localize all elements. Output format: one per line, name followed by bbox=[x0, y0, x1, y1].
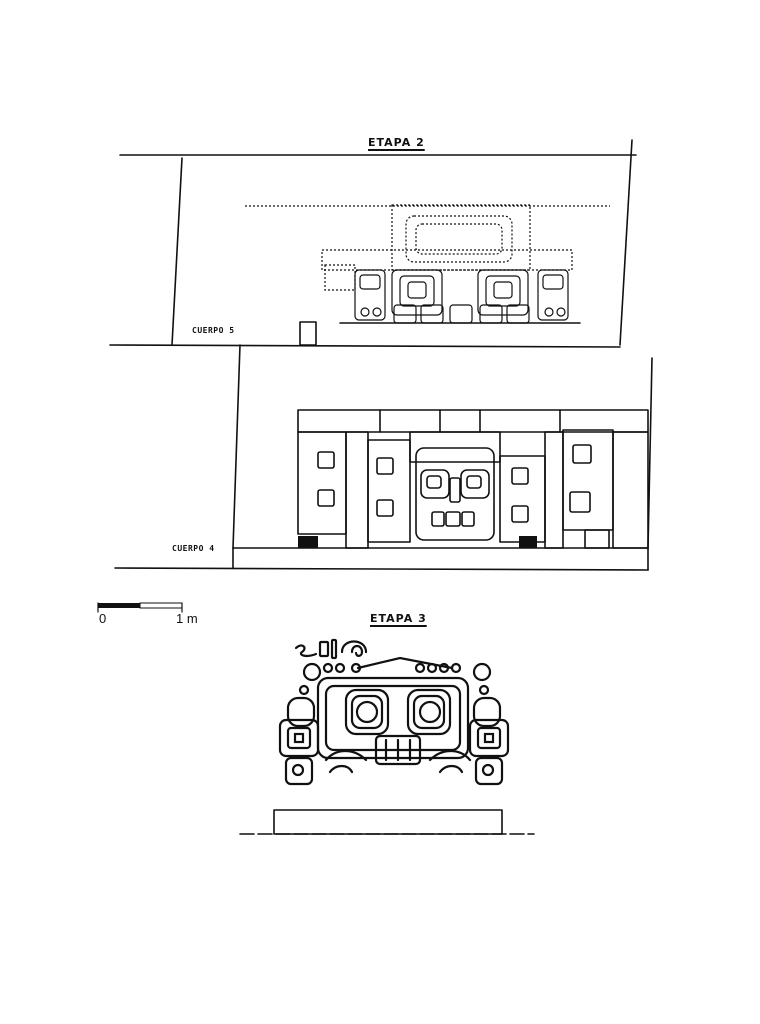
scale-end-label: 1 m bbox=[176, 611, 198, 626]
stage-2-title: ETAPA 2 bbox=[368, 136, 425, 149]
body-5-label: CUERPO 5 bbox=[192, 326, 235, 335]
body-4-label: CUERPO 4 bbox=[172, 544, 215, 553]
cuerpo-5-elevation bbox=[109, 139, 637, 348]
scale-start-label: 0 bbox=[99, 611, 107, 626]
etapa-3-mask bbox=[239, 638, 535, 835]
stage-3-title: ETAPA 3 bbox=[370, 612, 427, 625]
cuerpo-4-elevation bbox=[114, 344, 653, 571]
scale-bar bbox=[97, 602, 183, 613]
